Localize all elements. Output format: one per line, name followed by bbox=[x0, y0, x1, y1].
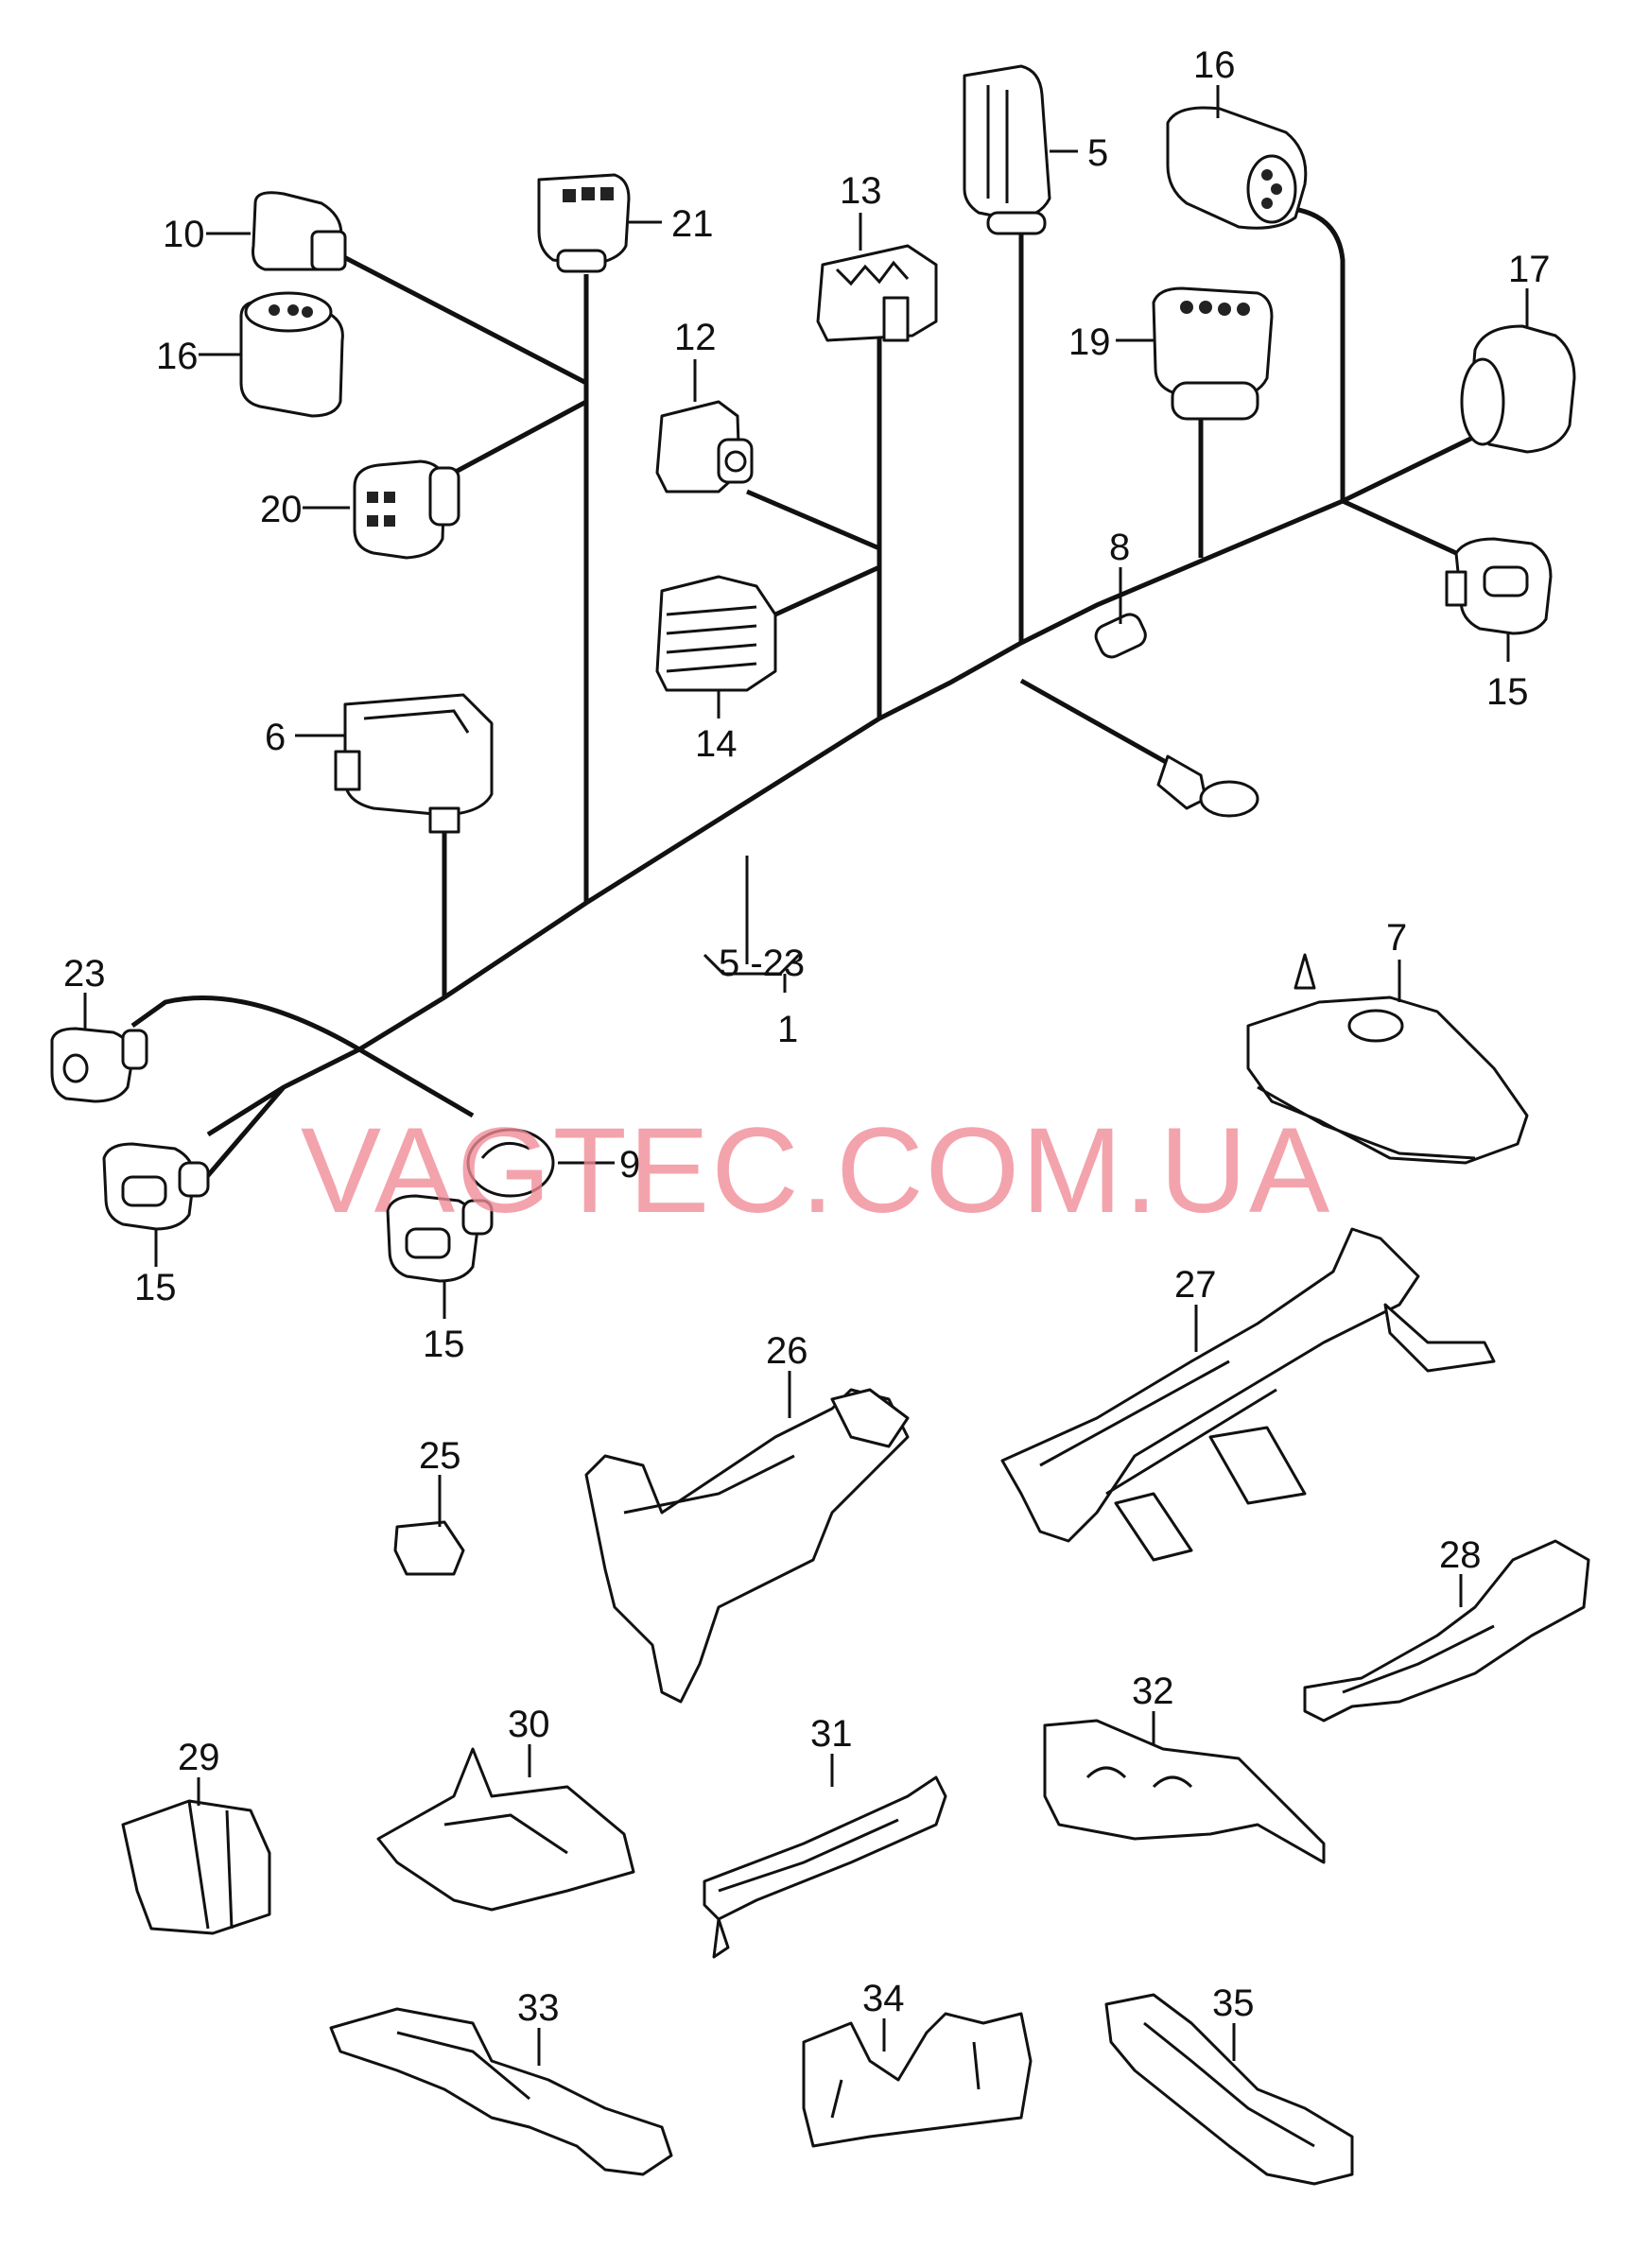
callout-12: 12 bbox=[674, 317, 717, 358]
callout-32: 32 bbox=[1132, 1671, 1174, 1712]
bracket-26 bbox=[584, 1388, 910, 1704]
connector-14 bbox=[655, 575, 777, 692]
callout-6: 6 bbox=[265, 717, 286, 758]
bracket-30 bbox=[376, 1747, 635, 1912]
callout-16-left: 16 bbox=[156, 336, 199, 377]
callout-23: 23 bbox=[63, 953, 106, 995]
connector-23 bbox=[50, 1027, 148, 1103]
callout-29: 29 bbox=[178, 1737, 220, 1778]
callout-31: 31 bbox=[810, 1713, 853, 1755]
callout-14: 14 bbox=[695, 723, 738, 765]
sleeve-8 bbox=[1094, 613, 1147, 659]
callout-15-right: 15 bbox=[1486, 671, 1529, 713]
callout-34: 34 bbox=[862, 1978, 905, 2019]
callout-27: 27 bbox=[1174, 1264, 1217, 1306]
connector-19 bbox=[1152, 286, 1274, 421]
callout-1: 1 bbox=[777, 1009, 798, 1050]
clip-9 bbox=[466, 1128, 555, 1198]
callout-5-23: 5 -23 bbox=[719, 943, 805, 984]
callout-19: 19 bbox=[1068, 321, 1111, 363]
connector-16-top bbox=[1166, 106, 1308, 230]
callout-labels: 10 16 21 20 12 13 14 5 16 19 17 15 8 6 5… bbox=[63, 44, 1551, 2029]
callout-21: 21 bbox=[671, 203, 714, 245]
callout-15-left: 15 bbox=[134, 1267, 177, 1308]
callout-16-top: 16 bbox=[1193, 44, 1236, 86]
clip-25 bbox=[393, 1520, 465, 1576]
leader-lines bbox=[83, 85, 1529, 2066]
holder-33 bbox=[329, 2007, 673, 2176]
connector-12 bbox=[655, 400, 754, 493]
connector-5 bbox=[963, 64, 1051, 235]
connector-6 bbox=[334, 693, 494, 834]
connector-15-center bbox=[386, 1194, 494, 1283]
channel-27 bbox=[1000, 1227, 1496, 1562]
connector-10 bbox=[252, 191, 347, 271]
callout-15-center: 15 bbox=[423, 1324, 465, 1365]
holder-32 bbox=[1043, 1719, 1326, 1864]
callout-26: 26 bbox=[766, 1330, 808, 1372]
callout-30: 30 bbox=[508, 1704, 550, 1745]
holder-35 bbox=[1104, 1993, 1354, 2186]
callout-17: 17 bbox=[1508, 249, 1551, 290]
connector-17 bbox=[1460, 324, 1576, 454]
callout-33: 33 bbox=[517, 1987, 560, 2029]
bracket-28 bbox=[1303, 1539, 1590, 1723]
cover-7 bbox=[1246, 953, 1529, 1165]
callout-10: 10 bbox=[163, 214, 205, 255]
connector-21 bbox=[537, 173, 631, 273]
callout-20: 20 bbox=[260, 489, 303, 530]
holder-34 bbox=[802, 2012, 1033, 2148]
clip-strip-31 bbox=[703, 1775, 947, 1959]
callout-5: 5 bbox=[1087, 132, 1108, 174]
clip-29 bbox=[121, 1799, 271, 1935]
callout-28: 28 bbox=[1439, 1534, 1482, 1576]
callout-8: 8 bbox=[1109, 527, 1130, 568]
ground-lug bbox=[1156, 754, 1259, 818]
callout-25: 25 bbox=[419, 1435, 461, 1477]
callout-7: 7 bbox=[1386, 917, 1407, 959]
callout-9: 9 bbox=[619, 1144, 640, 1186]
connector-13 bbox=[816, 244, 938, 342]
connector-15-right bbox=[1445, 537, 1553, 635]
connector-16-left bbox=[239, 291, 344, 418]
callout-13: 13 bbox=[840, 170, 882, 212]
connector-15-left bbox=[102, 1142, 210, 1231]
callout-35: 35 bbox=[1212, 1982, 1255, 2024]
connector-20 bbox=[353, 459, 460, 560]
